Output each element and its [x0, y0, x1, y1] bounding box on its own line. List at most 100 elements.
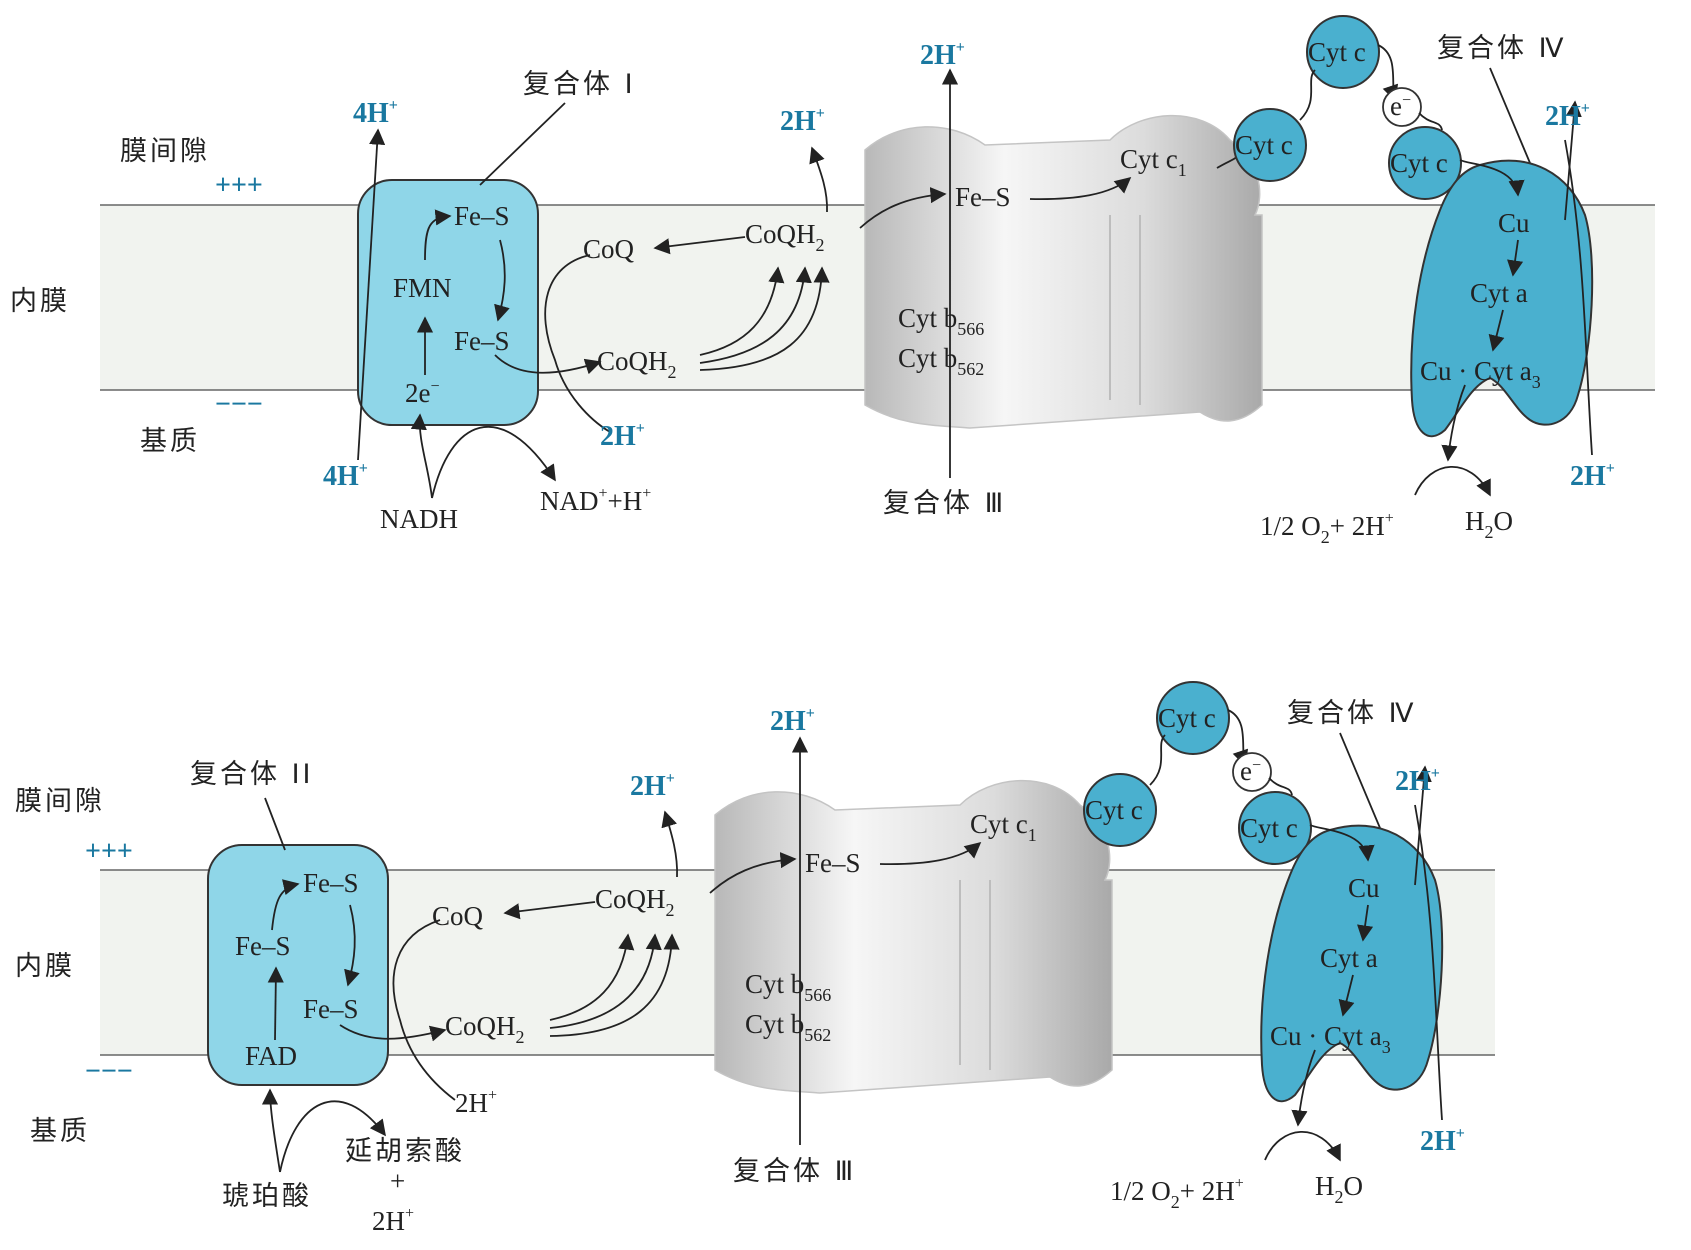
cyt-a-label-bottom: Cyt a	[1320, 943, 1378, 973]
positive-charge-label: +++	[215, 170, 263, 201]
arrow-coq-cycle	[544, 254, 611, 433]
complex-ii-leader	[264, 797, 286, 851]
cyt-c-circle-4	[1156, 681, 1230, 755]
two-h-coq-release: 2H+	[780, 105, 825, 137]
arrow-fes-to-c1-ii	[879, 841, 982, 866]
panel-complex-i: 膜间隙 +++ 内膜 −−− 基质 复合体 I Fe–S FMN Fe–S 2e…	[10, 15, 1655, 547]
complex-iv-leader-2	[1339, 732, 1381, 829]
arrow-fes-to-coqh2-ii	[339, 1024, 447, 1042]
arrow-cu-to-cyta	[1507, 239, 1524, 277]
arrow-proton-complex-iv	[1564, 100, 1582, 221]
matrix-label: 基质	[140, 426, 200, 457]
intermembrane-space-label: 膜间隙	[120, 136, 210, 167]
arrow-cytc-to-cu	[1459, 159, 1525, 197]
complex-iii-groove-2	[959, 880, 991, 1070]
electron-link-2	[1268, 777, 1293, 796]
nadh-label: NADH	[380, 504, 458, 534]
arrow-nad-out	[431, 425, 556, 499]
electron-link	[1418, 112, 1443, 131]
complex-i-leader	[479, 102, 566, 186]
fe-s-complex-iii: Fe–S	[955, 182, 1011, 212]
complex-iv-label-2: 复合体 Ⅳ	[1287, 698, 1417, 729]
fe-s-ii-middle: Fe–S	[235, 931, 291, 961]
electron-label-2: e−	[1240, 756, 1261, 786]
arrow-fes-to-fes-top	[271, 879, 300, 931]
cytc-link-3	[1149, 734, 1166, 786]
inner-membrane-label: 内膜	[10, 286, 70, 317]
fe-s-ii-top: Fe–S	[303, 868, 359, 898]
two-h-coq-release-ii: 2H+	[630, 770, 675, 802]
cyt-a-label-top: Cyt a	[1470, 278, 1528, 308]
matrix-label-2: 基质	[30, 1116, 90, 1147]
complex-iii-body-2	[714, 779, 1113, 1094]
two-h-complex-iv-bottom: 2H+	[1570, 460, 1615, 492]
cyt-c-label-6: Cyt c	[1240, 813, 1298, 843]
coqh2-lower-ii: CoQH2	[445, 1011, 525, 1047]
arrow-coqh2-to-fes	[859, 187, 947, 229]
cyt-c-circle-6	[1238, 791, 1312, 865]
two-h-complex-iv-top: 2H+	[1545, 100, 1590, 132]
complex-i-body	[357, 179, 539, 426]
cu-label-top: Cu	[1498, 208, 1530, 238]
cyt-c-label-2: Cyt c	[1235, 130, 1293, 160]
two-h-complex-iii-top: 2H+	[920, 39, 965, 71]
electron-label: e−	[1390, 91, 1411, 121]
arrow-fes-to-fes	[494, 239, 510, 322]
complex-iv-body	[1410, 159, 1594, 437]
water-label-top: H2O	[1465, 506, 1513, 542]
arrow-cytc-to-cu-2	[1309, 824, 1375, 862]
arrow-fad-to-fes	[267, 966, 284, 1041]
complex-i-label: 复合体 I	[523, 69, 636, 100]
coq-label: CoQ	[583, 234, 635, 264]
fad-label: FAD	[245, 1041, 297, 1071]
two-h-complex-iii-top-2: 2H+	[770, 705, 815, 737]
arrow-o2-to-h2o	[1414, 465, 1491, 497]
oxygen-label-top: 1/2 O2+ 2H+	[1260, 510, 1394, 547]
inner-membrane-label-2: 内膜	[15, 951, 75, 982]
succinate-label: 琥珀酸	[222, 1181, 312, 1212]
complex-ii-label: 复合体 II	[190, 759, 314, 790]
cyt-c-circle-5	[1083, 773, 1157, 847]
negative-charge-label: −−−	[215, 389, 263, 420]
complex-iii-label-2: 复合体 Ⅲ	[733, 1156, 856, 1187]
arrow-coqh2-up-ii-3	[549, 933, 680, 1037]
arrow-coqh2-up-3	[699, 266, 830, 371]
arrow-fes-to-coqh2	[494, 354, 602, 375]
oxygen-label-bottom: 1/2 O2+ 2H+	[1110, 1175, 1244, 1212]
arrow-cyta-to-a3-2	[1338, 974, 1355, 1017]
complex-iv-body-2	[1260, 824, 1444, 1102]
proton-path-complex-iv-2	[1414, 804, 1443, 1121]
cu-cyt-a3-bottom: Cu · Cyt a3	[1270, 1021, 1391, 1057]
cyt-b566-top: Cyt b566	[898, 303, 984, 339]
complex-iv-leader	[1489, 67, 1531, 164]
cyt-b562-bottom: Cyt b562	[745, 1009, 831, 1045]
four-h-bottom: 4H+	[323, 460, 368, 492]
arrow-coqh2-to-coq	[653, 236, 746, 255]
fe-s-complex-iii-2: Fe–S	[805, 848, 861, 878]
arrow-cu-to-cyta-2	[1357, 904, 1374, 942]
arrow-fmn-to-fes	[424, 209, 452, 261]
arrow-fes-to-c1	[1029, 176, 1132, 201]
arrow-fes-to-fes-bottom	[344, 904, 360, 987]
cytc-link-1	[1299, 69, 1316, 121]
complex-iv-label: 复合体 Ⅳ	[1437, 33, 1567, 64]
two-h-matrix-top: 2H+	[600, 420, 645, 452]
cu-cyt-a3-top: Cu · Cyt a3	[1420, 356, 1541, 392]
complex-iii-label: 复合体 Ⅲ	[883, 488, 1006, 519]
two-h-complex-iv-top-2: 2H+	[1395, 765, 1440, 797]
fe-s-bottom: Fe–S	[454, 326, 510, 356]
positive-charge-label-2: +++	[85, 836, 133, 867]
nad-label: NAD++H+	[540, 485, 651, 516]
cyt-c-label-3: Cyt c	[1390, 148, 1448, 178]
cyt-c-circle-1	[1306, 15, 1380, 89]
water-label-bottom: H2O	[1315, 1171, 1363, 1207]
arrow-proton-complex-i	[357, 128, 386, 461]
panel-complex-ii: 膜间隙 +++ 内膜 −−− 基质 复合体 II Fe–S Fe–S Fe–S …	[15, 681, 1495, 1236]
complex-iii-groove	[1109, 215, 1141, 405]
coqh2-upper-ii: CoQH2	[595, 884, 675, 920]
cyt-c-label-1: Cyt c	[1308, 37, 1366, 67]
arrow-coqh2-proton-ii	[661, 810, 678, 878]
fe-s-ii-bottom: Fe–S	[303, 994, 359, 1024]
